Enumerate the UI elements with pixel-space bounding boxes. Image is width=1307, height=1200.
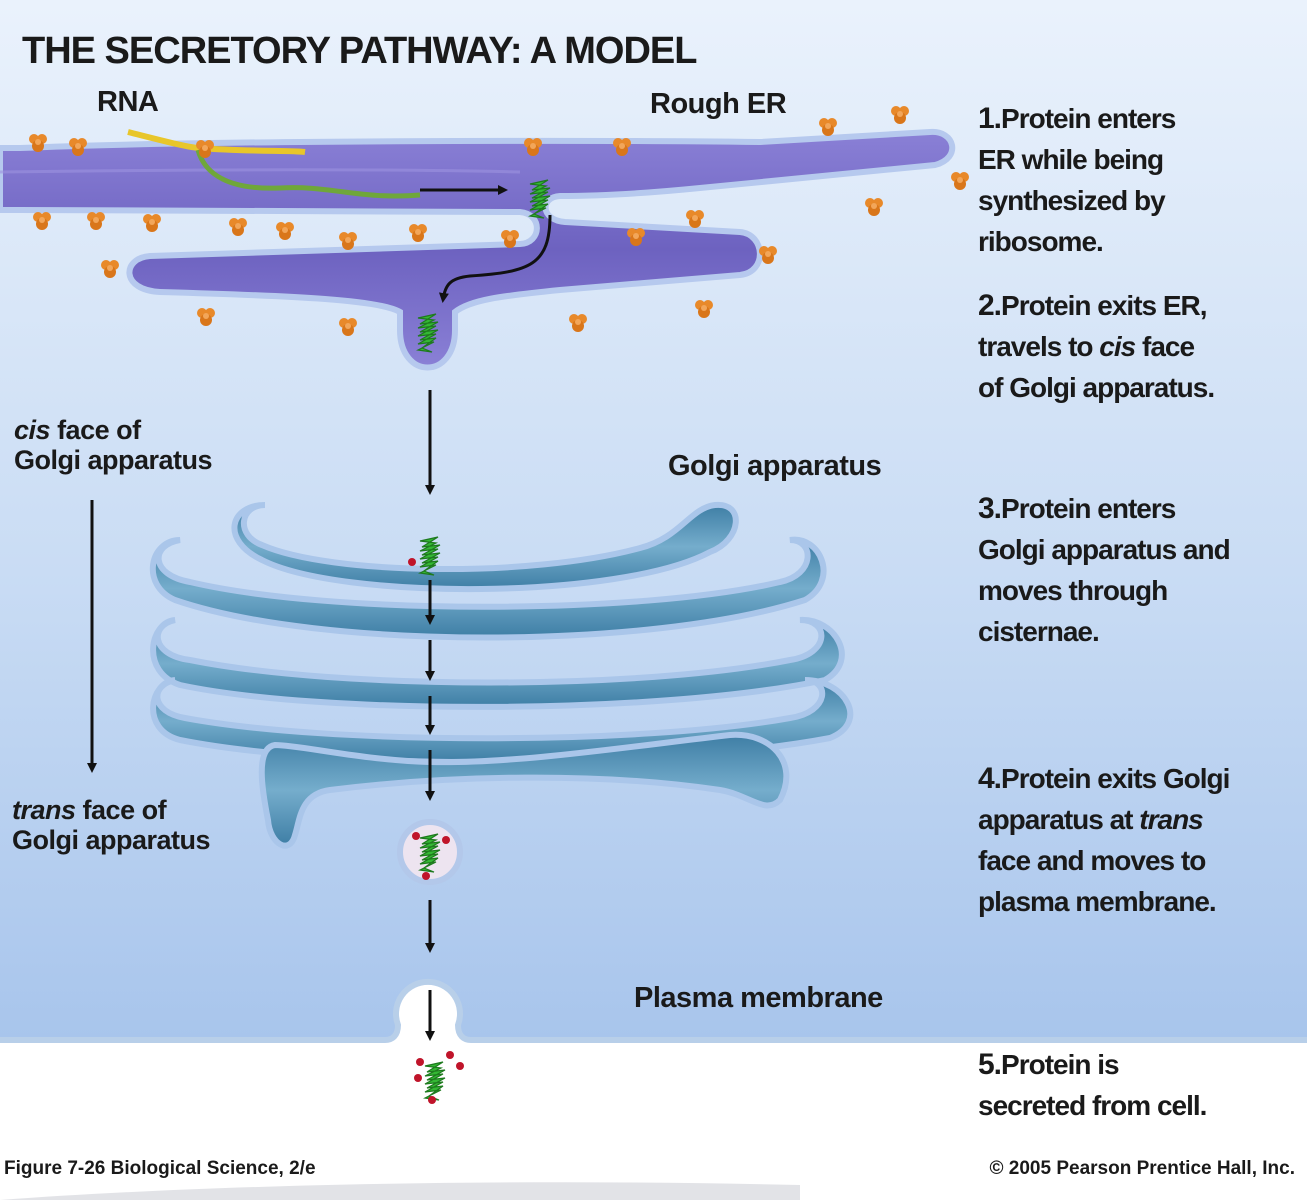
plasma-membrane-label: Plasma membrane [634,982,883,1014]
rna-label: RNA [97,86,159,118]
trans-face-label: trans face of Golgi apparatus [12,795,211,855]
rough-er-label: Rough ER [650,88,787,120]
golgi-apparatus-label: Golgi apparatus [668,450,882,482]
pathway-arrows [87,390,435,1041]
plasma-membrane [0,981,1307,1145]
step-3: 3.Protein enters Golgi apparatus and mov… [978,492,1231,647]
step-1: 1.Protein enters ER while being synthesi… [978,102,1176,257]
rough-er [0,128,956,371]
figure-caption: Figure 7-26 Biological Science, 2/e [4,1158,316,1179]
step-5: 5.Protein is secreted from cell. [978,1048,1207,1121]
diagram-title: THE SECRETORY PATHWAY: A MODEL [22,30,697,72]
step-4: 4.Protein exits Golgi apparatus at trans… [978,762,1230,917]
cis-face-label: cis face of Golgi apparatus [14,415,213,475]
golgi-apparatus [149,501,854,849]
copyright-notice: © 2005 Pearson Prentice Hall, Inc. [989,1158,1295,1179]
step-2: 2.Protein exits ER, travels to cis face … [978,289,1215,403]
